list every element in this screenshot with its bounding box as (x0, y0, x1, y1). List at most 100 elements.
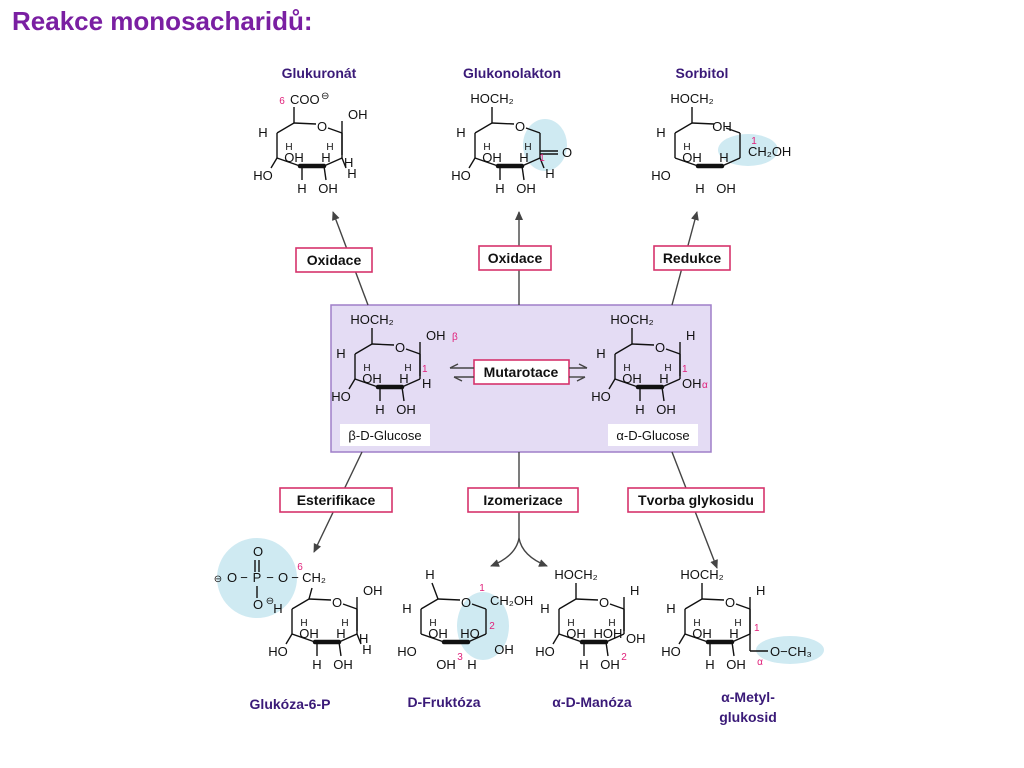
h-atom: H (273, 601, 282, 616)
h-atom: H (608, 618, 615, 629)
charge-sign: ⊖ (321, 91, 329, 102)
locant-6: 6 (279, 96, 285, 107)
beta-glucose-caption: β-D-Glucose (348, 428, 421, 443)
ho-group: HO (661, 644, 681, 659)
oh-group: OH (726, 657, 746, 672)
mutarotation-label: Mutarotace (484, 364, 559, 380)
oxidation-label-1: Oxidace (307, 252, 362, 268)
h-atom: H (567, 618, 574, 629)
glycoside-highlight (756, 636, 824, 664)
locant-2: 2 (489, 621, 495, 632)
substituent-bond (341, 157, 347, 169)
bond-dash: − (266, 570, 274, 585)
oxidation-box-2: Oxidace (478, 245, 552, 271)
substituent-bond (661, 386, 665, 402)
ring-bond (293, 122, 317, 125)
oh-group: OH (692, 626, 712, 641)
ring-bond (684, 633, 709, 643)
ring-bond (420, 598, 439, 610)
ring-bond (420, 633, 445, 643)
oh-group: OH (482, 150, 502, 165)
h-atom: H (635, 402, 644, 417)
h-atom: H (719, 150, 728, 165)
locant-6: 6 (297, 562, 303, 573)
h-atom: H (659, 371, 668, 386)
ring-bond (474, 157, 499, 167)
ho-group: HO (460, 626, 480, 641)
c6-group: HOCH₂ (670, 91, 713, 106)
ring-bond (327, 127, 343, 134)
substituent-bond (552, 633, 560, 645)
ho-group: HO (268, 644, 288, 659)
h-atom: H (425, 567, 434, 582)
ring-bond (684, 598, 703, 610)
mannose-title: α-D-Manóza (552, 694, 632, 710)
c1-top-group: H (756, 583, 765, 598)
c1-bottom-group: OH (626, 631, 646, 646)
esterification-box: Esterifikace (279, 487, 393, 513)
ch2-group: CH₂ (302, 570, 326, 585)
bond-dash: − (240, 570, 248, 585)
oh-group: OH (494, 642, 514, 657)
ring-bond (291, 633, 316, 643)
h-atom: H (524, 142, 531, 153)
oh-group: OH (622, 371, 642, 386)
h-atom: HOH (594, 626, 623, 641)
locant-1: 1 (422, 364, 428, 375)
slide-title: Reakce monosacharidů: (12, 6, 313, 36)
isomerization-label: Izomerizace (483, 492, 563, 508)
ch2oh-group: CH₂OH (748, 144, 791, 159)
h-atom: H (375, 402, 384, 417)
ring-bond (308, 598, 332, 601)
oh-group: OH (682, 150, 702, 165)
h-atom: H (300, 618, 307, 629)
reduction-label: Redukce (663, 250, 722, 266)
oh-group: OH (428, 626, 448, 641)
ring-bond (338, 633, 358, 643)
ring-bond (558, 633, 583, 643)
h-atom: H (705, 657, 714, 672)
ch2oh-group: CH₂OH (490, 593, 533, 608)
c1-top-group: OH (363, 583, 383, 598)
charge-sign: ⊖ (266, 596, 274, 607)
beta-caption-bg (340, 424, 430, 446)
phosphate-oxygen: O (253, 544, 263, 559)
substituent-bond (608, 378, 616, 390)
ring-oxygen: O (395, 340, 405, 355)
h-atom: H (429, 618, 436, 629)
ring-oxygen: O (317, 119, 327, 134)
substituent-bond (270, 157, 278, 169)
c1-top-group: OH (426, 328, 446, 343)
ho-group: HO (535, 644, 555, 659)
ring-bond (323, 157, 343, 167)
glycoside-box: Tvorba glykosidu (627, 487, 765, 513)
oh-group: OH (299, 626, 319, 641)
sorbitol-highlight (718, 134, 778, 166)
alpha-caption-bg (608, 424, 698, 446)
c1-top-group: OH (348, 107, 368, 122)
locant-1: 1 (751, 136, 757, 147)
c6-group: HOCH₂ (350, 312, 393, 327)
gluconolactone-title: Glukonolakton (463, 65, 561, 81)
mutarotation-box: Mutarotace (473, 359, 570, 385)
bond-dash: − (291, 570, 299, 585)
h-atom: H (683, 142, 690, 153)
oh-group: OH (566, 626, 586, 641)
h-atom: H (297, 181, 306, 196)
c1-bottom-group: H (359, 631, 368, 646)
h-atom: H (596, 346, 605, 361)
h-atom: H (336, 626, 345, 641)
carbonyl-oxygen: O (562, 145, 572, 160)
h-atom: H (483, 142, 490, 153)
arrow-to-mannose (518, 537, 548, 567)
isomerization-box: Izomerizace (467, 487, 579, 513)
methylglucoside-title-1: α-Metyl- (721, 689, 775, 705)
ring-oxygen: O (461, 595, 471, 610)
phosphate-oxygen: O (227, 570, 237, 585)
ring-bond (614, 343, 633, 355)
